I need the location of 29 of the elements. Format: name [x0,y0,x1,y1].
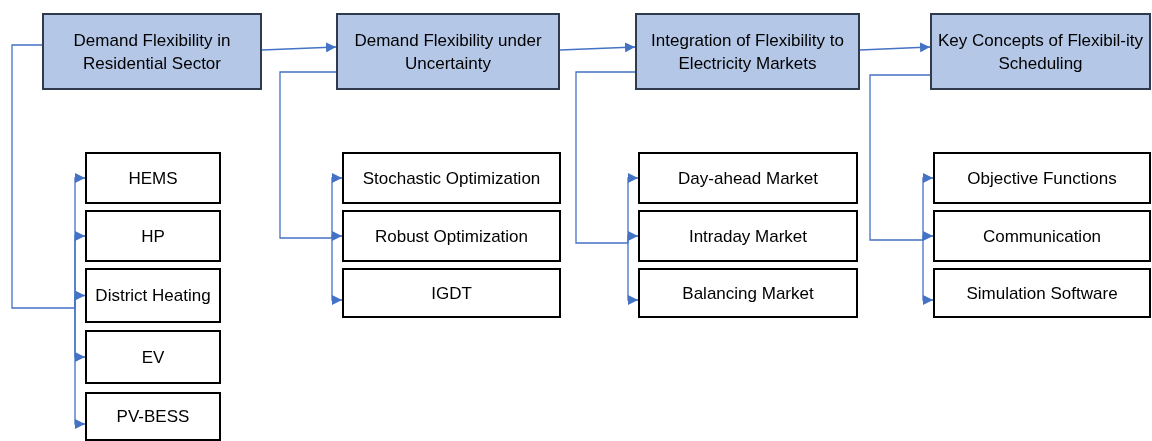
connector-line [331,231,343,241]
item-box: Day-ahead Market [638,152,858,204]
item-box: IGDT [342,268,561,318]
item-box: Simulation Software [933,268,1151,318]
item-box: Stochastic Optimization [342,152,561,204]
connector-line [627,231,639,244]
connector-line [331,237,343,305]
topic-box: Demand Flexibility under Uncertainty [336,13,560,90]
arrow [261,42,337,53]
item-box: Robust Optimization [342,210,561,262]
item-box: Communication [933,210,1151,262]
connector-line [627,242,639,305]
connector-line [922,239,934,305]
item-box: Intraday Market [638,210,858,262]
item-box: PV-BESS [85,392,221,441]
item-box: HEMS [85,152,221,204]
arrow [559,42,636,53]
item-box: EV [85,330,221,384]
connector-line [922,231,934,241]
item-box: Objective Functions [933,152,1151,204]
item-box: Balancing Market [638,268,858,318]
topic-box: Demand Flexibility in Residential Sector [42,13,262,90]
topic-box: Integration of Flexibility to Electricity Markets [635,13,860,90]
item-box: District Heating [85,268,221,323]
arrow [859,42,931,53]
item-box: HP [85,210,221,262]
connector-line [74,307,86,429]
connector-line [74,290,86,309]
topic-box: Key Concepts of Flexibil-ity Scheduling [930,13,1151,90]
